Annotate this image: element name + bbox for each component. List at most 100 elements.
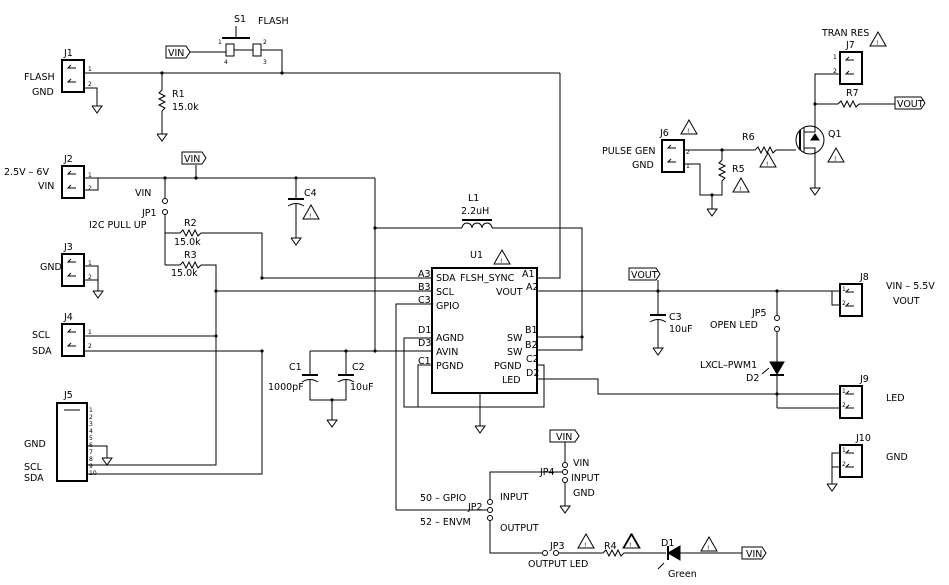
j5-label-sda: SDA xyxy=(24,473,44,484)
r2-ref: R2 xyxy=(184,218,197,229)
r1-value: 15.0k xyxy=(172,102,199,113)
jp3-label: OUTPUT LED xyxy=(528,559,588,570)
l1-value: 2.2uH xyxy=(461,206,489,217)
jp4-ref: JP4 xyxy=(539,467,555,478)
j10-pin2: 2 xyxy=(842,461,846,468)
j9-pin1: 1 xyxy=(842,388,846,395)
j1-pin1: 1 xyxy=(88,66,92,73)
u1-ball-c3: C3 xyxy=(418,295,431,306)
vout-net-2: VOUT xyxy=(897,99,924,110)
connector-j3: J3 GND 1 2 xyxy=(40,242,92,287)
u1-pin-gpio: GPIO xyxy=(436,301,459,312)
q1-warn: ! xyxy=(834,156,836,163)
jp2-input: INPUT xyxy=(500,492,529,503)
j2-pin2: 2 xyxy=(88,185,92,192)
j3-ref: J3 xyxy=(63,242,73,253)
j10-label-gnd: GND xyxy=(886,452,908,463)
j4-pin1: 1 xyxy=(88,329,92,336)
jp1-vin: VIN xyxy=(135,188,151,199)
j1-pin2: 2 xyxy=(88,81,92,88)
u1-warn: ! xyxy=(500,258,502,265)
r6-ref: R6 xyxy=(742,132,755,143)
d1-vin-net: VIN xyxy=(746,549,762,560)
connector-j6: J6 ! PULSE GEN GND 2 1 xyxy=(602,119,698,173)
u1-pin-vout: VOUT xyxy=(496,287,523,298)
r5-warn: ! xyxy=(739,186,741,193)
u1-pin-flsh-sync: FLSH_SYNC xyxy=(460,273,515,284)
j5-pin-2: 2 xyxy=(89,414,93,421)
j5-pin-8: 8 xyxy=(89,456,93,463)
l1-ref: L1 xyxy=(468,193,479,204)
c3-value: 10uF xyxy=(669,324,693,335)
u1-ball-a2: A2 xyxy=(526,282,539,293)
s1-pin3: 3 xyxy=(263,59,267,66)
j1-label-flash: FLASH xyxy=(24,72,55,83)
j5-pin-5: 5 xyxy=(89,435,93,442)
jp3-warn: ! xyxy=(584,542,586,549)
j3-pin2: 2 xyxy=(88,274,92,281)
connector-j7: TRAN RES ! J7 1 2 xyxy=(821,28,887,85)
connector-j4: J4 SCL SDA 1 2 xyxy=(32,312,92,357)
j3-pin1: 1 xyxy=(88,260,92,267)
connector-j5: J5 GND SCL SDA 1 2 3 4 5 6 7 8 9 10 xyxy=(24,390,97,484)
u1-ball-b1: B1 xyxy=(525,325,538,336)
j10-ref: J10 xyxy=(855,433,871,444)
r5-ref: R5 xyxy=(732,164,745,175)
j8-pin2: 2 xyxy=(842,300,846,307)
j5-pins: 1 2 3 4 5 6 7 8 9 10 xyxy=(89,407,97,477)
jp4-vin: VIN xyxy=(573,458,589,469)
u1-ball-a1: A1 xyxy=(522,269,535,280)
j7-pin2: 2 xyxy=(833,68,837,75)
u1-pin-pgnd-left: PGND xyxy=(436,361,464,372)
u1-pin-pgnd-right: PGND xyxy=(494,361,522,372)
u1-ball-c2: C2 xyxy=(526,354,539,365)
j6-label-pulse: PULSE GEN xyxy=(602,146,656,157)
s1-pin4: 4 xyxy=(224,59,228,66)
ic-u1: U1 ! A3 SDA B3 SCL C3 GPIO D1 AGND D3 AV… xyxy=(418,249,539,394)
j1-label-gnd: GND xyxy=(32,87,54,98)
c1-ref: C1 xyxy=(289,362,302,373)
u1-ball-d1: D1 xyxy=(418,325,431,336)
r3-value: 15.0k xyxy=(171,268,198,279)
j4-label-sda: SDA xyxy=(32,346,52,357)
j4-pin2: 2 xyxy=(88,343,92,350)
d1-ref: D1 xyxy=(661,538,674,549)
q1-ref: Q1 xyxy=(828,129,842,140)
jp2-gpio: 50 – GPIO xyxy=(420,493,466,504)
j6-pin2: 2 xyxy=(686,149,690,156)
j2-pin1: 1 xyxy=(88,172,92,179)
r3-ref: R3 xyxy=(184,250,197,261)
u1-ref: U1 xyxy=(470,250,483,261)
u1-pin-scl: SCL xyxy=(436,287,455,298)
s1-name: FLASH xyxy=(258,16,289,27)
j5-label-gnd: GND xyxy=(24,439,46,450)
j5-label-scl: SCL xyxy=(24,462,43,473)
jumper-jp1: VIN JP1 I2C PULL UP xyxy=(89,178,168,265)
connector-j9: J9 LED 1 2 xyxy=(839,374,905,419)
c2-ref: C2 xyxy=(352,362,365,373)
u1-pin-avin: AVIN xyxy=(436,347,458,358)
d2-ref: D2 xyxy=(746,373,759,384)
j8-label-range: VIN – 5.5V xyxy=(886,281,935,292)
s1-vin-net: VIN xyxy=(168,48,184,59)
j7-ref: J7 xyxy=(845,40,855,51)
d1-label: Green xyxy=(668,569,697,580)
r2-value: 15.0k xyxy=(174,237,201,248)
j5-pin-7: 7 xyxy=(89,449,93,456)
j7-warn: ! xyxy=(876,40,878,47)
connector-j10: J10 GND 1 2 xyxy=(839,433,908,478)
connector-j2: J2 2.5V – 6V VIN 1 2 xyxy=(4,154,92,199)
u1-ball-d3: D3 xyxy=(418,338,431,349)
j9-ref: J9 xyxy=(859,374,869,385)
j1-ref: J1 xyxy=(63,48,73,59)
u1-pin-led: LED xyxy=(502,375,521,386)
j6-ref: J6 xyxy=(659,128,669,139)
connector-j1: J1 FLASH GND 1 2 xyxy=(24,48,92,98)
j2-vin-net: VIN xyxy=(184,154,200,165)
u1-pin-sw2: SW xyxy=(507,347,523,358)
j7-label: TRAN RES xyxy=(821,28,869,39)
c1-value: 1000pF xyxy=(268,382,304,393)
u1-ball-b2: B2 xyxy=(525,340,538,351)
